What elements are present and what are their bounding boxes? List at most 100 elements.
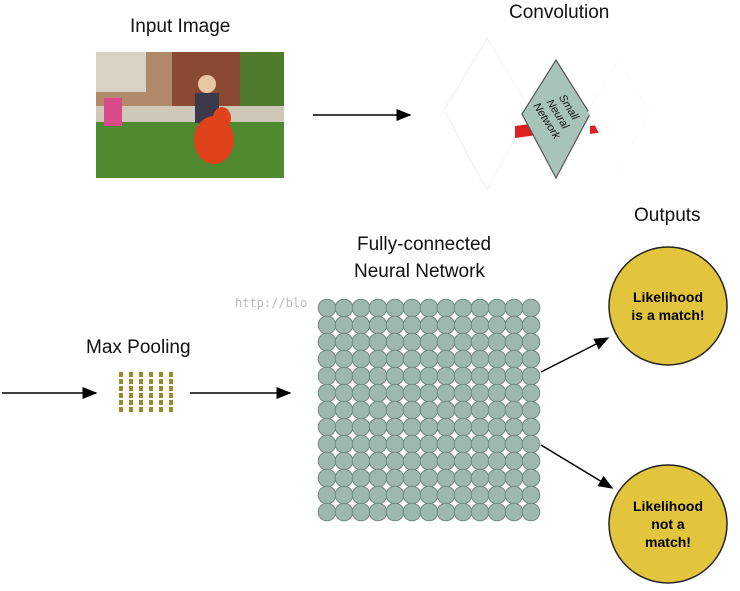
neuron xyxy=(453,298,473,318)
neuron xyxy=(317,400,337,420)
neuron xyxy=(419,417,439,437)
neuron xyxy=(385,298,405,318)
neuron xyxy=(368,383,388,403)
pool-cell xyxy=(169,400,173,405)
neuron xyxy=(351,298,371,318)
neuron xyxy=(402,315,422,335)
neuron xyxy=(351,332,371,352)
neuron xyxy=(453,332,473,352)
neuron xyxy=(334,349,354,369)
neuron xyxy=(521,400,541,420)
neuron xyxy=(351,451,371,471)
pool-cell xyxy=(159,407,163,412)
convolution-tiles xyxy=(444,38,530,190)
neuron xyxy=(402,298,422,318)
pool-cell xyxy=(169,372,173,377)
neuron xyxy=(504,468,524,488)
pool-cell xyxy=(159,400,163,405)
pool-cell xyxy=(129,400,133,405)
neuron xyxy=(419,298,439,318)
neuron xyxy=(334,485,354,505)
output-no-match-line1: Likelihood xyxy=(633,498,703,514)
neuron xyxy=(470,434,490,454)
neuron xyxy=(351,315,371,335)
neuron xyxy=(368,417,388,437)
neuron xyxy=(436,383,456,403)
neuron xyxy=(504,349,524,369)
neuron xyxy=(368,502,388,522)
neuron xyxy=(334,502,354,522)
neuron xyxy=(419,349,439,369)
neuron xyxy=(504,332,524,352)
neuron xyxy=(470,298,490,318)
neuron xyxy=(317,349,337,369)
pool-cell xyxy=(169,386,173,391)
neuron xyxy=(453,434,473,454)
convolution-title: Convolution xyxy=(509,2,610,23)
neuron xyxy=(385,349,405,369)
neuron xyxy=(453,400,473,420)
max-pooling-bars xyxy=(119,372,173,412)
neuron xyxy=(317,417,337,437)
neuron xyxy=(504,451,524,471)
neuron xyxy=(521,349,541,369)
neuron xyxy=(351,502,371,522)
neuron xyxy=(436,417,456,437)
neuron xyxy=(453,315,473,335)
pool-cell xyxy=(129,407,133,412)
neuron xyxy=(504,366,524,386)
neuron xyxy=(487,485,507,505)
neuron xyxy=(470,400,490,420)
neuron xyxy=(419,502,439,522)
input-photo xyxy=(96,52,284,178)
neuron xyxy=(334,366,354,386)
neuron xyxy=(504,400,524,420)
neuron xyxy=(368,298,388,318)
neuron xyxy=(521,434,541,454)
neuron xyxy=(368,468,388,488)
neuron xyxy=(487,383,507,403)
neuron xyxy=(436,468,456,488)
neuron xyxy=(487,468,507,488)
neuron xyxy=(402,383,422,403)
neuron xyxy=(419,315,439,335)
neuron xyxy=(334,468,354,488)
neuron xyxy=(504,315,524,335)
output-match-text: Likelihood is a match! xyxy=(618,288,718,324)
neuron xyxy=(436,349,456,369)
pool-cell xyxy=(139,372,143,377)
pool-cell xyxy=(119,400,123,405)
neuron xyxy=(402,417,422,437)
pool-cell xyxy=(169,407,173,412)
pool-cell xyxy=(139,386,143,391)
neuron xyxy=(317,451,337,471)
neuron xyxy=(334,315,354,335)
output-no-match-line3: match! xyxy=(645,534,691,550)
neuron xyxy=(385,468,405,488)
neuron xyxy=(419,468,439,488)
neuron xyxy=(470,366,490,386)
neuron xyxy=(385,451,405,471)
neuron xyxy=(470,315,490,335)
neuron xyxy=(334,451,354,471)
neuron xyxy=(368,315,388,335)
pool-cell xyxy=(119,386,123,391)
pool-cell xyxy=(119,379,123,384)
neuron xyxy=(402,502,422,522)
pool-cell xyxy=(139,393,143,398)
neuron-grid xyxy=(317,298,541,522)
neuron xyxy=(317,298,337,318)
neuron xyxy=(436,451,456,471)
neuron xyxy=(487,417,507,437)
neuron xyxy=(385,417,405,437)
pool-cell xyxy=(149,386,153,391)
neuron xyxy=(419,332,439,352)
fully-connected-title-line2: Neural Network xyxy=(354,261,485,282)
neuron xyxy=(470,451,490,471)
neuron xyxy=(487,332,507,352)
neuron xyxy=(402,332,422,352)
neuron xyxy=(402,366,422,386)
neuron xyxy=(385,315,405,335)
neuron xyxy=(504,417,524,437)
